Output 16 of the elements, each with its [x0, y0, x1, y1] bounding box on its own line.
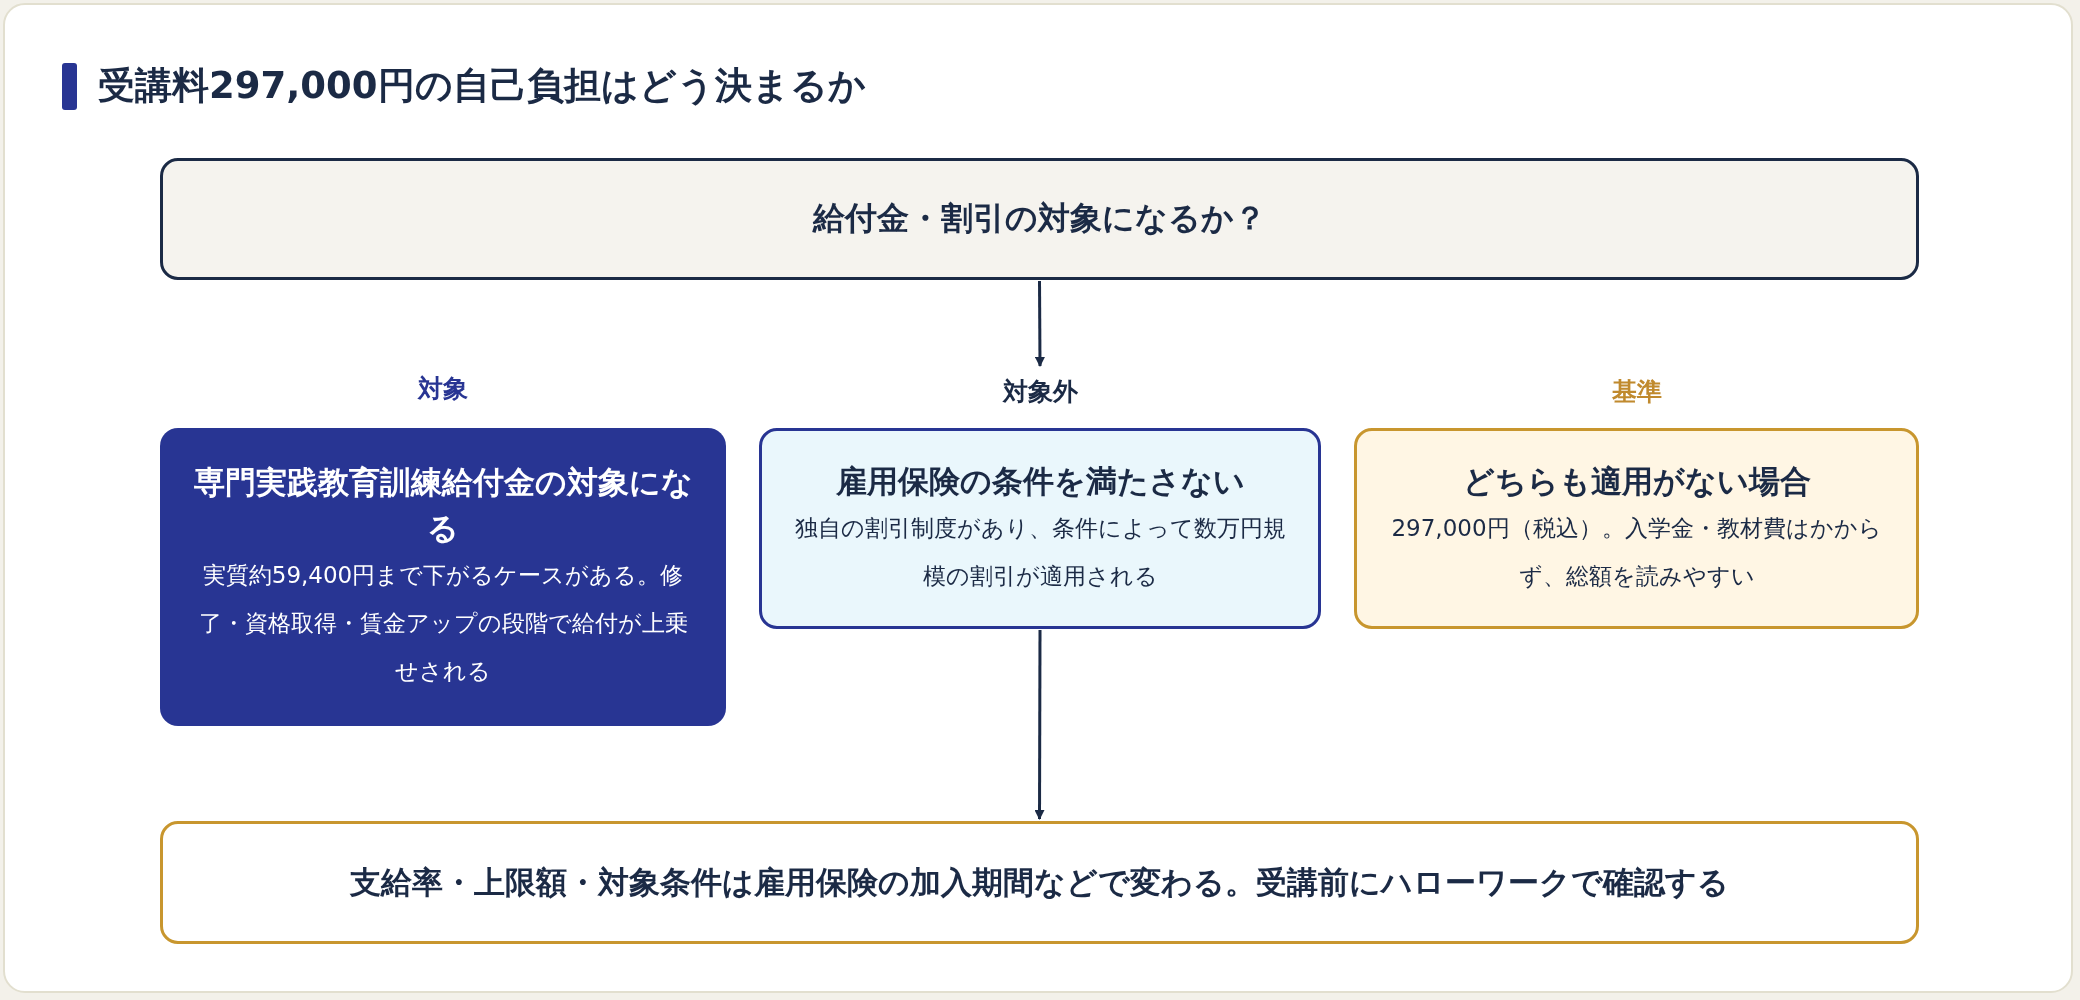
arrow [1034, 630, 1045, 820]
note-box [160, 821, 1919, 944]
column-heading: 対象 [416, 373, 469, 405]
box-title: どちらも適用がない場合 [1462, 461, 1811, 501]
column-heading: 基準 [1610, 376, 1663, 408]
question-box [160, 158, 1919, 280]
box-text: 297,000円（税込）。入学金・教材費はかからず、総額を読みやすい [1390, 513, 1883, 591]
column-heading: 対象外 [1001, 376, 1079, 408]
box-text: 支給率・上限額・対象条件は雇用保険の加入期間などで変わる。受講前にハローワークで確認する [350, 862, 1729, 902]
box-title: 雇用保険の条件を満たさない [835, 461, 1245, 501]
box-text: 給付金・割引の対象になるか？ [813, 198, 1266, 239]
box-text: 実質約59,400円まで下がるケースがある。修了・資格取得・賃金アップの段階で給付が上乗せされる [197, 561, 689, 686]
diagram-title: 受講料297,000円の自己負担はどう決まるか [98, 63, 866, 109]
arrow [1034, 281, 1045, 367]
box-title: 専門実践教育訓練給付金の対象になる [192, 463, 694, 548]
box-text: 独自の割引制度があり、条件によって数万円規模の割引が適用される [793, 513, 1287, 591]
